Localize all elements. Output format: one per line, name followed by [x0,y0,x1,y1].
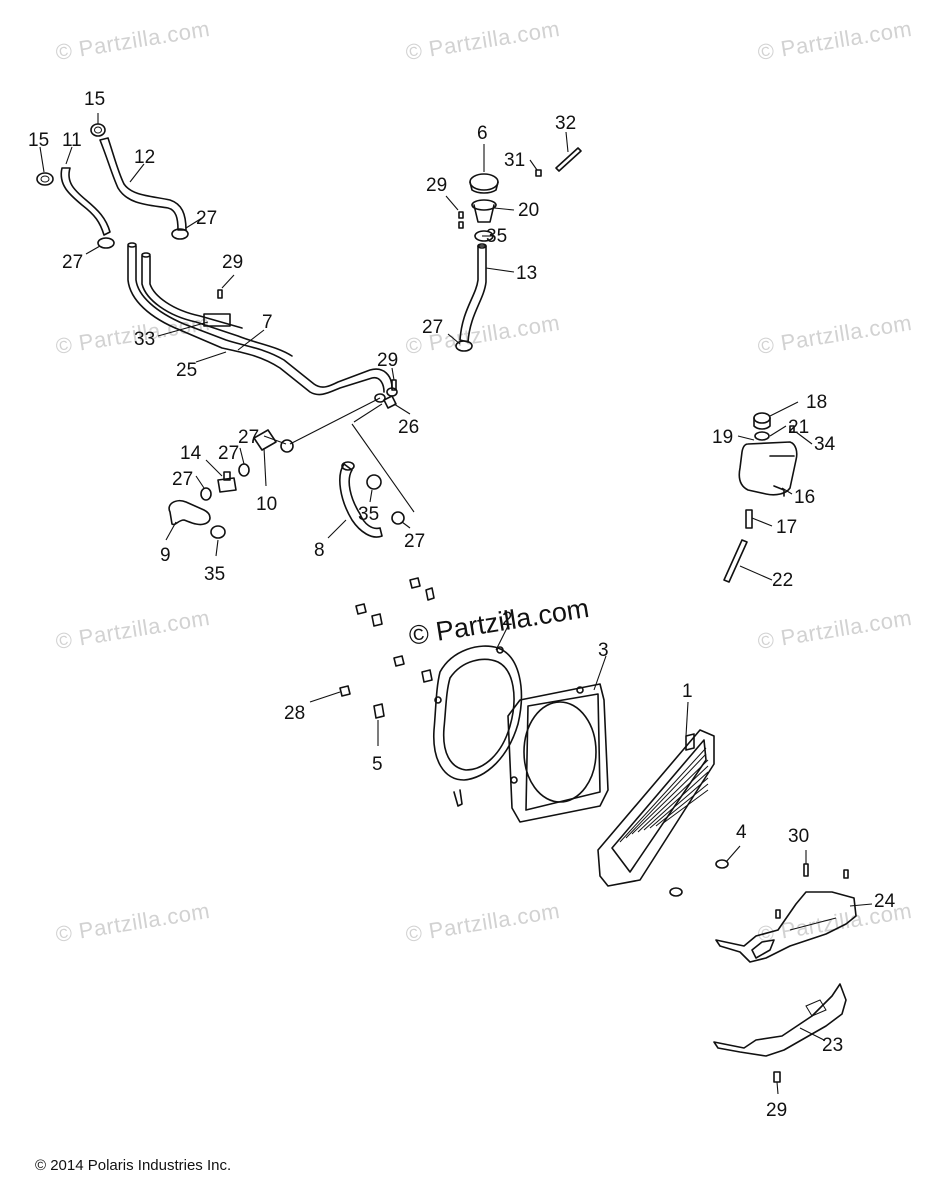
callout-label: 16 [794,487,815,508]
screw-29-bottom [773,1071,781,1083]
bracket-23 [713,983,847,1057]
callout-label: 29 [222,252,243,273]
callout-label: 11 [62,130,82,151]
callout-label: 29 [426,175,447,196]
callout-label: 17 [776,517,797,538]
callout-label: 23 [822,1035,843,1056]
callout-label: 15 [84,89,105,110]
callout-label: 35 [358,504,379,525]
callout-label: 12 [134,147,155,168]
clamp-27-9 [200,487,212,501]
sleeve-10 [253,429,277,451]
callout-label: 26 [398,417,419,438]
hose-13 [459,243,487,343]
callout-label: 20 [518,200,539,221]
callout-label: 24 [874,891,896,912]
callout-label: 25 [176,360,197,381]
grommet-4 [669,859,729,897]
cap-18 [753,412,771,430]
callout-label: 4 [736,822,747,843]
clamp-15-left [36,172,54,186]
radiator-1 [597,729,715,887]
callout-label: 27 [62,252,83,273]
clamp-27-14 [238,463,250,477]
callout-label: 3 [598,640,609,661]
callout-label: 28 [284,703,305,724]
callout-label: 27 [218,443,239,464]
callout-label: 29 [766,1100,787,1121]
hose-9 [168,499,211,526]
callout-label: 35 [204,564,225,585]
clip-5 [373,703,385,719]
callout-label: 1 [682,681,693,702]
callout-label: 14 [180,443,202,464]
callout-label: 27 [196,208,217,229]
callout-label: 9 [160,545,171,566]
fastener-26 [383,395,397,409]
cap-6 [469,173,499,194]
callout-label: 21 [788,417,809,438]
fitting-17 [745,509,753,529]
tank-16 [738,441,798,497]
screw-29-pipe [217,289,223,299]
gasket-21 [754,431,770,441]
callout-label: 27 [172,469,193,490]
tee-14 [217,471,237,493]
callout-label: 27 [404,531,425,552]
callout-label: 29 [377,350,398,371]
callout-label: 30 [788,826,809,847]
callout-label: 31 [504,150,525,171]
bracket-24 [715,891,857,963]
tube-22 [723,539,748,583]
clamp-15-top [90,123,106,137]
callout-label: 6 [477,123,488,144]
callout-label: 33 [134,329,155,350]
callout-label: 15 [28,130,49,151]
clamp-35-8 [366,474,382,490]
clamp-27-top [171,228,189,240]
clamp-27-13 [455,340,473,352]
clamp-27-10 [280,439,294,453]
screw-29-right [391,379,397,391]
screw-31 [535,169,542,177]
callout-label: 2 [502,609,513,630]
clamp-35-9 [210,525,226,539]
hose-8 [339,461,383,538]
callout-label: 27 [238,427,259,448]
callout-label: 19 [712,427,733,448]
clamp-27-left [97,237,115,249]
callout-label: 8 [314,540,325,561]
callout-label: 7 [262,312,273,333]
screw-30 [775,863,849,919]
radiator-shroud-3 [507,683,609,823]
clamp-27-8 [391,511,405,525]
callout-label: 10 [256,494,277,515]
screws-29-cap [458,211,464,229]
callout-label: 32 [555,113,576,134]
callout-label: 35 [486,226,507,247]
callout-label: 5 [372,754,383,775]
callout-label: 22 [772,570,793,591]
callout-label: 27 [422,317,443,338]
copyright-text: © 2014 Polaris Industries Inc. [35,1157,232,1174]
callout-label: 34 [814,434,836,455]
rod-32 [555,147,582,172]
filler-neck-20 [471,199,497,223]
screw-34 [789,425,795,433]
hardware-group [355,577,435,683]
callout-label: 13 [516,263,537,284]
callout-label: 18 [806,392,827,413]
hose-11 [60,167,111,236]
fan-shroud-2 [433,645,523,807]
screw-28 [339,685,351,697]
